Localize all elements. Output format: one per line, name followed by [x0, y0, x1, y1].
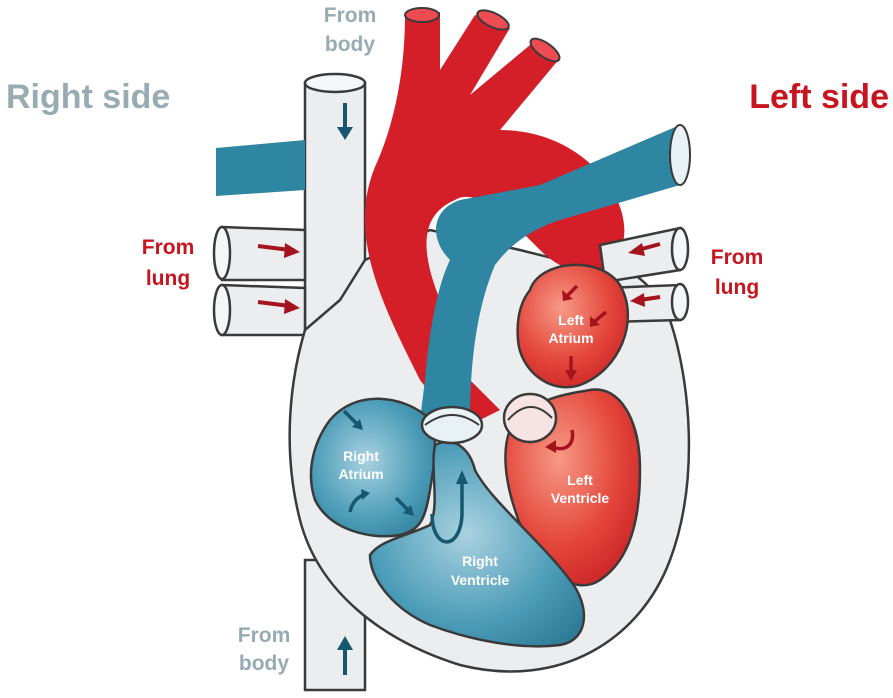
- svg-text:Right: Right: [462, 553, 498, 569]
- left-side-title: Left side: [749, 78, 889, 116]
- svg-text:Atrium: Atrium: [548, 330, 593, 346]
- svg-text:Ventricle: Ventricle: [551, 490, 610, 506]
- svg-text:Left: Left: [567, 472, 593, 488]
- svg-text:body: body: [239, 652, 289, 675]
- svg-text:From: From: [324, 4, 377, 27]
- from-lung-right-label: From lung: [711, 246, 764, 299]
- svg-text:Atrium: Atrium: [338, 466, 383, 482]
- svg-text:body: body: [325, 33, 375, 56]
- from-lung-left-label: From lung: [142, 236, 195, 290]
- pulmonary-artery-right-branch: [216, 140, 305, 196]
- svg-text:From: From: [142, 236, 195, 259]
- right-side-title: Right side: [6, 78, 170, 116]
- svg-text:Right: Right: [343, 448, 379, 464]
- from-body-bottom-label: From body: [238, 624, 291, 675]
- svg-text:From: From: [711, 246, 764, 269]
- svg-text:From: From: [238, 624, 291, 647]
- svg-text:Left: Left: [558, 312, 584, 328]
- svg-text:lung: lung: [146, 267, 190, 290]
- svg-text:lung: lung: [715, 276, 759, 299]
- svg-text:Ventricle: Ventricle: [451, 572, 510, 588]
- pulmonary-veins-right: [214, 227, 305, 335]
- from-body-top-label: From body: [324, 4, 377, 56]
